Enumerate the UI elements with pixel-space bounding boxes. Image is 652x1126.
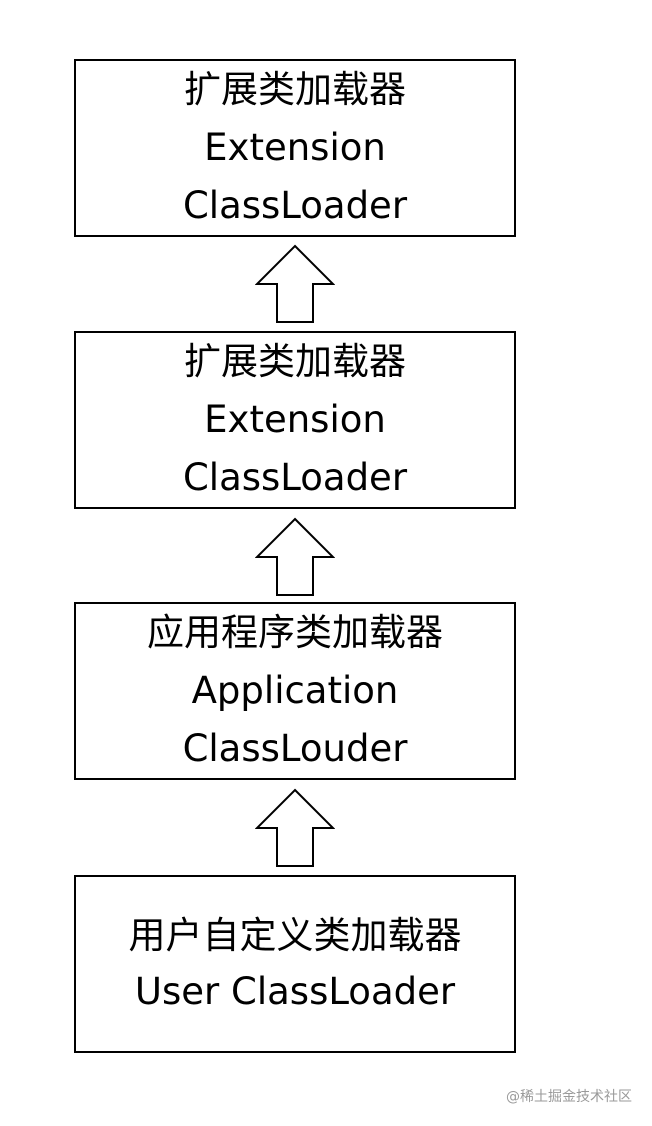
up-arrow-icon xyxy=(255,517,335,596)
box-title-en: Extension xyxy=(204,398,386,441)
box-subtitle-en: ClassLoader xyxy=(182,456,408,499)
box-title-cn: 扩展类加载器 xyxy=(184,340,406,383)
box-title-en: Extension xyxy=(204,126,386,169)
up-arrow-icon xyxy=(255,788,335,867)
box-subtitle-en: ClassLouder xyxy=(182,727,408,770)
extension-classloader-box-top: 扩展类加载器 Extension ClassLoader xyxy=(74,59,516,237)
box-title-en: Application xyxy=(191,669,399,712)
watermark: @稀土掘金技术社区 xyxy=(506,1089,632,1105)
up-arrow-icon xyxy=(255,244,335,323)
box-title-cn: 应用程序类加载器 xyxy=(147,611,443,654)
box-title-cn: 扩展类加载器 xyxy=(184,68,406,111)
extension-classloader-box: 扩展类加载器 Extension ClassLoader xyxy=(74,331,516,509)
user-classloader-box: 用户自定义类加载器 User ClassLoader xyxy=(74,875,516,1053)
box-title-en: User ClassLoader xyxy=(134,970,456,1013)
box-title-cn: 用户自定义类加载器 xyxy=(128,914,462,957)
box-subtitle-en: ClassLoader xyxy=(182,184,408,227)
application-classloader-box: 应用程序类加载器 Application ClassLouder xyxy=(74,602,516,780)
